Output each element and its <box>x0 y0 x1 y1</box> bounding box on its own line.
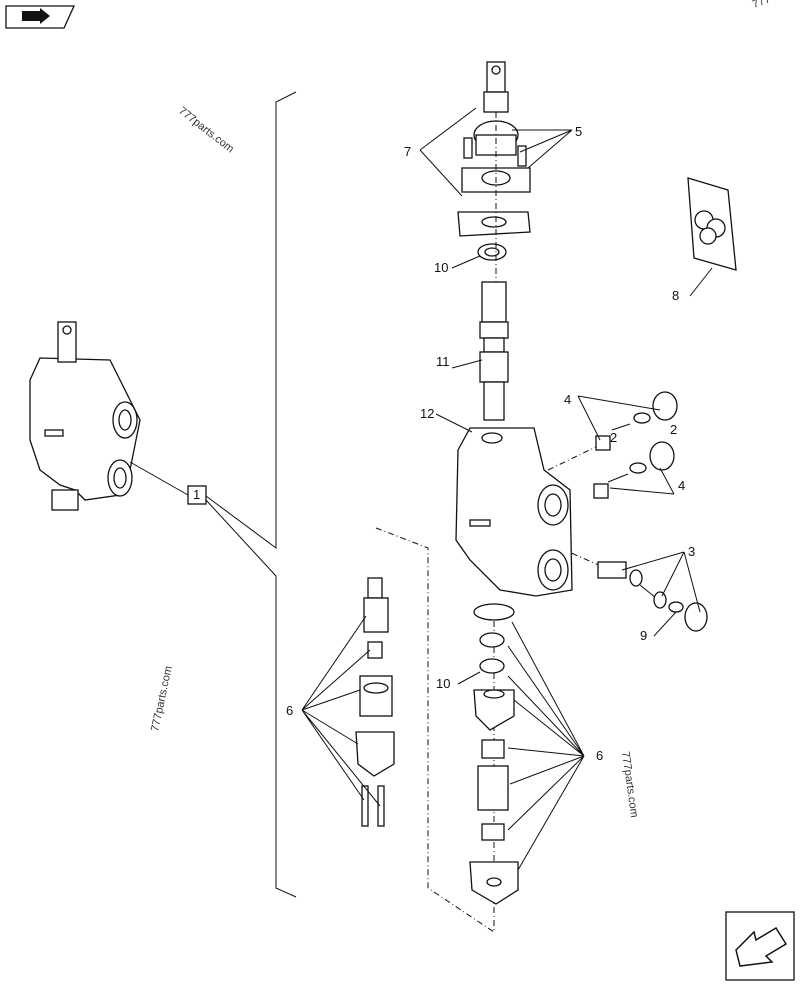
callout-1: 1 <box>129 461 207 505</box>
watermark-top: 777parts.com <box>176 105 236 155</box>
lever-clevis <box>483 61 509 113</box>
assembled-valve-section <box>29 321 141 511</box>
callout-6-left: 6 <box>286 703 293 718</box>
callout-10-lower: 10 <box>436 676 450 691</box>
callout-5: 5 <box>575 124 582 139</box>
svg-text:1: 1 <box>193 487 200 502</box>
callout-3: 3 <box>688 544 695 559</box>
relief-plug-upper <box>595 391 678 451</box>
callout-6-right: 6 <box>596 748 603 763</box>
assembly-bracket <box>205 91 297 898</box>
watermark-right: 777parts.com <box>619 751 640 819</box>
callout-2-lower: 2 <box>610 430 617 445</box>
watermark-corner: 777 <box>751 0 772 11</box>
navigation-arrow-icon[interactable] <box>725 911 795 981</box>
callout-9: 9 <box>640 628 647 643</box>
relief-plug-lower <box>593 441 675 499</box>
valve-body <box>455 427 573 597</box>
check-valve <box>597 561 708 632</box>
watermark-left: 777parts.com <box>149 665 175 733</box>
leader-lines <box>301 107 713 871</box>
callout-2-upper: 2 <box>670 422 677 437</box>
callout-11: 11 <box>436 354 450 369</box>
callout-7: 7 <box>404 144 411 159</box>
detent-stack <box>355 577 395 827</box>
callout-12: 12 <box>420 406 434 421</box>
seal-kit-bag <box>687 177 737 271</box>
callout-4-upper: 4 <box>564 392 571 407</box>
callout-10-upper: 10 <box>434 260 448 275</box>
book-arrow-icon[interactable] <box>5 5 76 29</box>
callout-4-lower: 4 <box>678 478 685 493</box>
spool <box>479 281 509 421</box>
lower-seal-stack <box>469 632 519 905</box>
o-ring-lower <box>473 603 515 621</box>
callout-8: 8 <box>672 288 679 303</box>
